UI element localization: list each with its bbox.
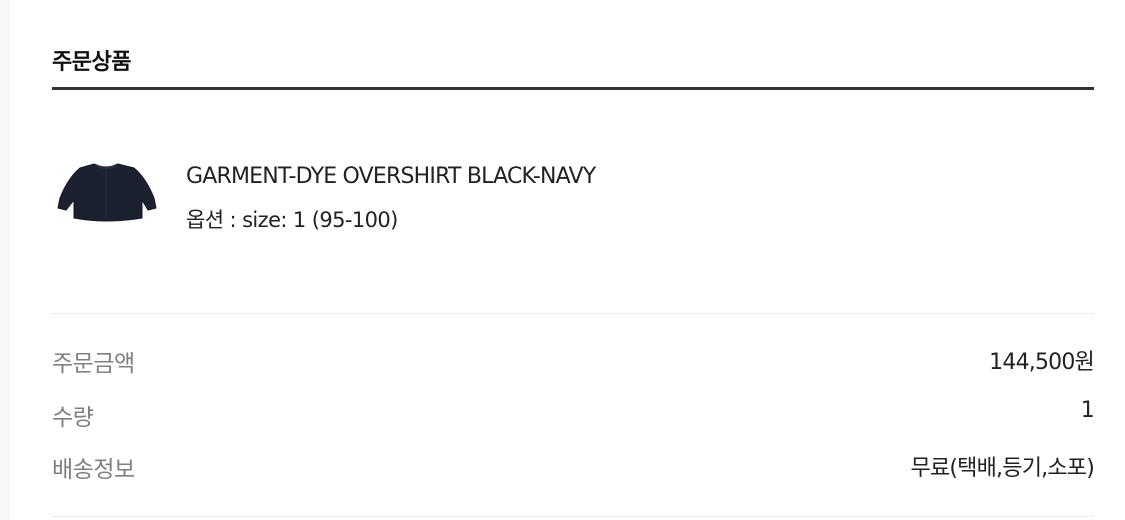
quantity-label: 수량 [52, 405, 94, 431]
product-name[interactable]: GARMENT-DYE OVERSHIRT BLACK-NAVY [186, 164, 596, 189]
section-title-divider [52, 87, 1094, 90]
summary-row-quantity: 수량 1 [52, 398, 1095, 432]
section-title: 주문상품 [52, 50, 131, 75]
shipping-info-label: 배송정보 [52, 457, 135, 483]
overshirt-thumbnail-icon [57, 163, 157, 222]
summary-row-shipping: 배송정보 무료(택배,등기,소포) [52, 450, 1095, 484]
product-option: 옵션 : size: 1 (95-100) [186, 208, 398, 232]
page-left-gutter [0, 0, 10, 520]
product-divider [52, 313, 1094, 314]
order-amount-value: 144,500원 [989, 350, 1095, 375]
product-thumbnail[interactable] [54, 158, 158, 224]
quantity-value: 1 [1080, 398, 1095, 423]
summary-bottom-divider [52, 516, 1094, 517]
summary-row-order-amount: 주문금액 144,500원 [52, 344, 1095, 378]
order-amount-label: 주문금액 [52, 351, 135, 377]
shipping-info-value: 무료(택배,등기,소포) [910, 456, 1095, 481]
